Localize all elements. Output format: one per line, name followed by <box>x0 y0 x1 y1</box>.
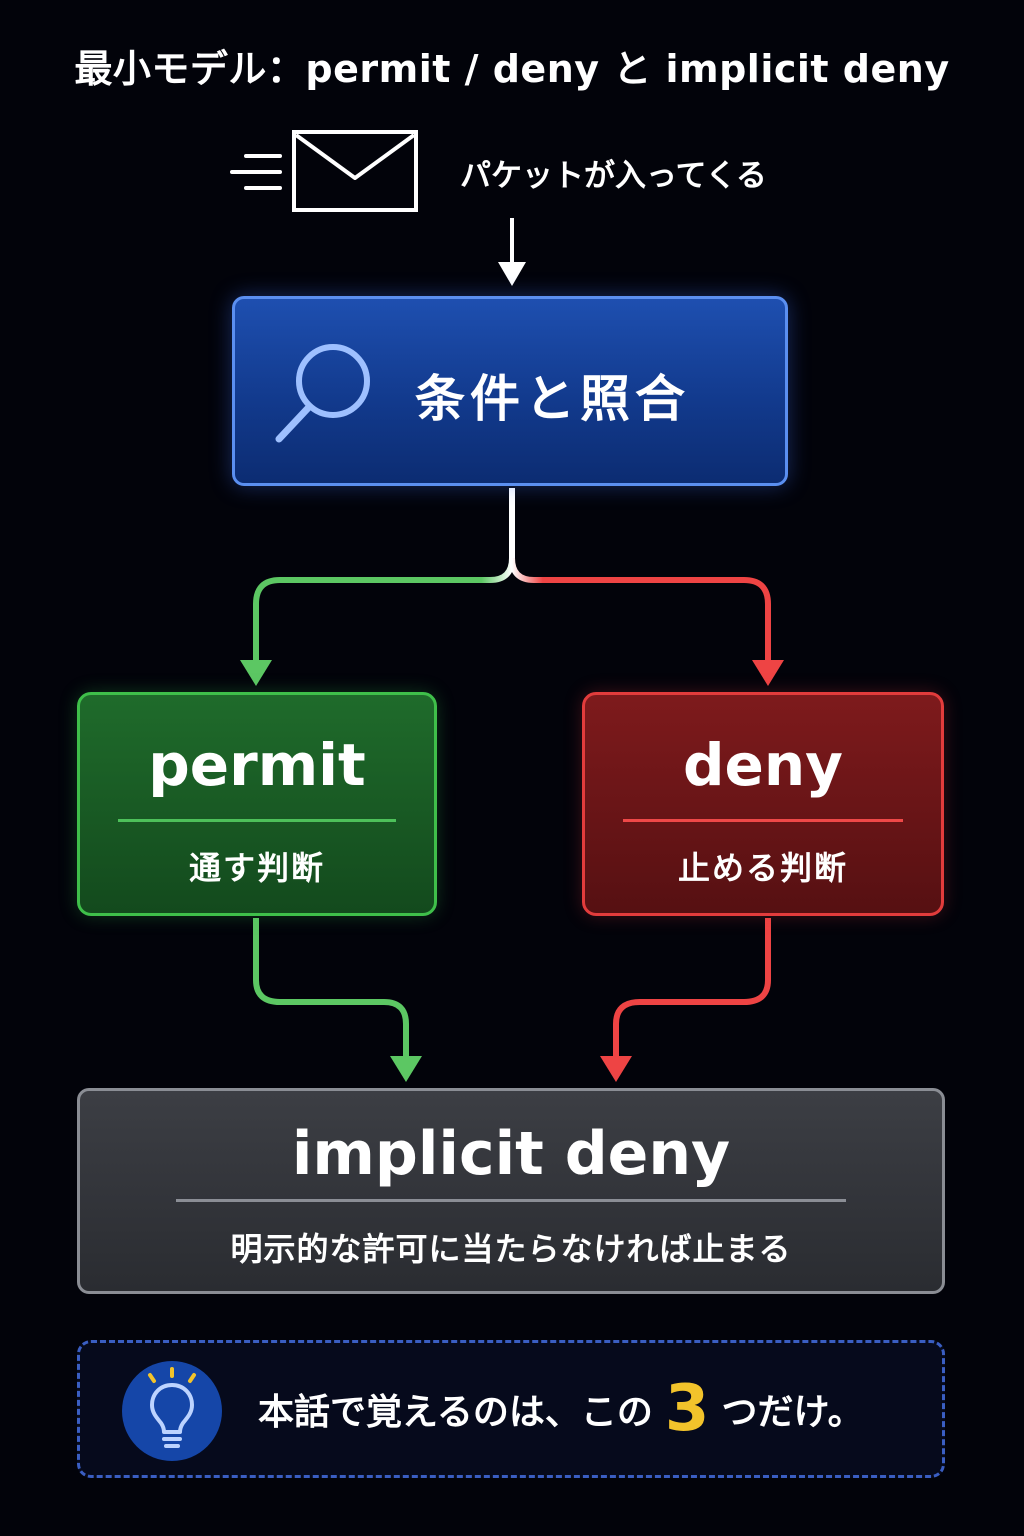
permit-node: permit 通す判断 <box>77 692 437 916</box>
magnifier-icon <box>275 344 370 443</box>
deny-title: deny <box>683 731 843 799</box>
envelope-icon <box>230 130 418 212</box>
permit-divider <box>118 819 396 822</box>
implicit-deny-title: implicit deny <box>291 1119 731 1189</box>
tip-number: 3 <box>664 1372 710 1446</box>
implicit-deny-node: implicit deny 明示的な許可に当たらなければ止まる <box>77 1088 945 1294</box>
arrow-to-permit <box>240 557 515 686</box>
permit-title: permit <box>148 731 366 799</box>
match-label: 条件と照合 <box>415 370 690 428</box>
arrow-packet-to-match <box>498 218 526 286</box>
permit-subtitle: 通す判断 <box>188 849 325 887</box>
match-node: 条件と照合 <box>232 296 788 486</box>
tip-text-after: つだけ。 <box>721 1392 864 1433</box>
arrow-permit-to-implicit <box>253 918 422 1082</box>
summary-tip: 本話で覚えるのは、この 3 つだけ。 <box>77 1340 945 1478</box>
deny-subtitle: 止める判断 <box>677 849 848 887</box>
lightbulb-icon <box>122 1361 222 1461</box>
deny-node: deny 止める判断 <box>582 692 944 916</box>
arrow-to-deny <box>509 557 784 686</box>
implicit-deny-divider <box>176 1199 846 1202</box>
tip-text-before: 本話で覚えるのは、この <box>258 1392 653 1433</box>
implicit-deny-subtitle: 明示的な許可に当たらなければ止まる <box>230 1230 792 1268</box>
packet-label: パケットが入ってくる <box>460 158 767 194</box>
deny-divider <box>623 819 903 822</box>
arrow-deny-to-implicit <box>600 918 771 1082</box>
diagram-title: 最小モデル：permit / deny と implicit deny <box>74 47 950 91</box>
